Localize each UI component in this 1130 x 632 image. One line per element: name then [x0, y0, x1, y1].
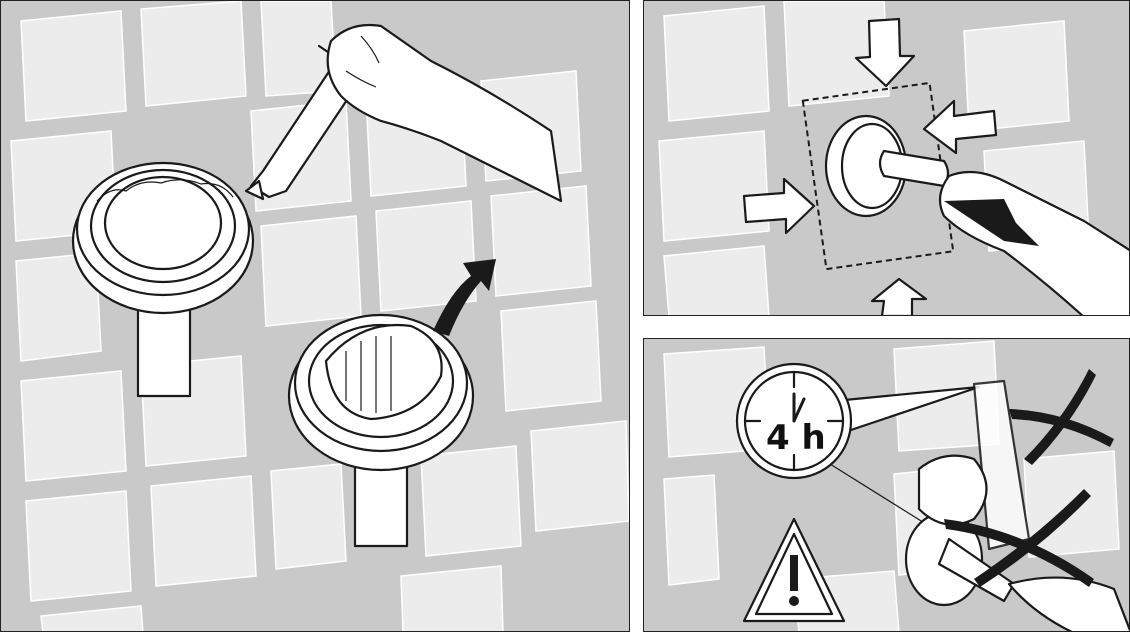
press-holder-illustration — [644, 1, 1130, 316]
panel-wait-curing: 4 h — [643, 338, 1130, 632]
apply-adhesive-illustration — [1, 1, 630, 632]
wait-curing-illustration: 4 h — [644, 339, 1130, 632]
warning-triangle-icon — [744, 519, 844, 621]
clock-duration-label: 4 h — [766, 418, 826, 458]
panel-press-holder — [643, 0, 1130, 316]
panel-apply-adhesive — [0, 0, 630, 632]
